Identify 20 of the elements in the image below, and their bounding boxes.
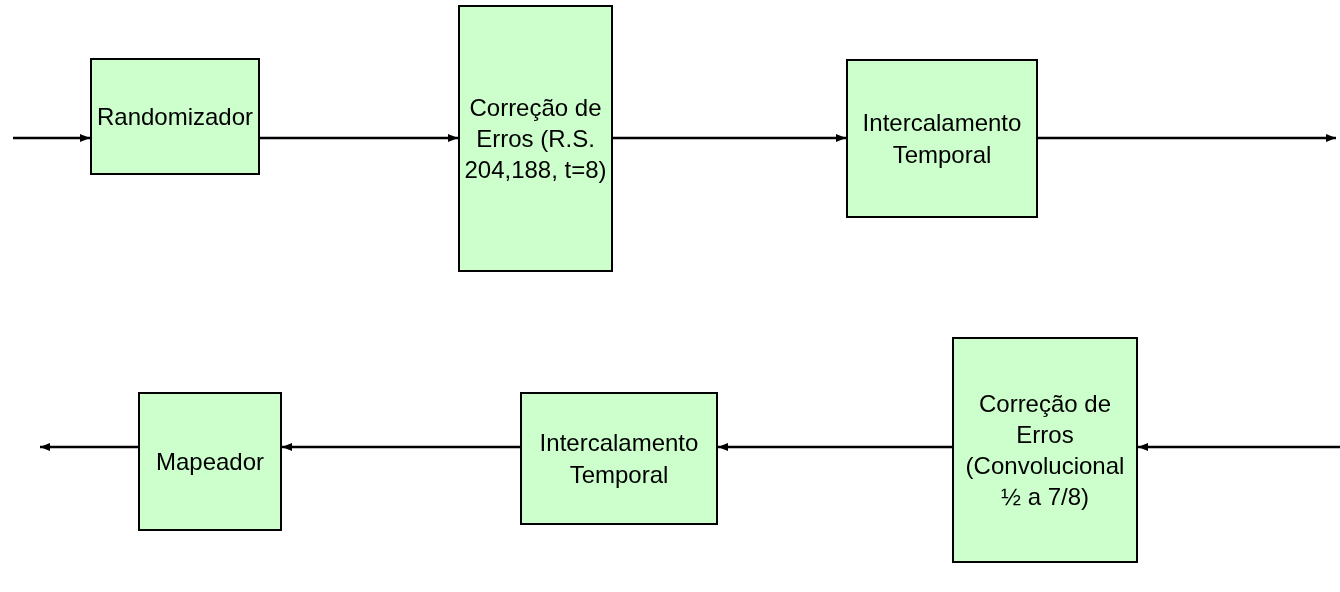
arrow (13, 134, 90, 142)
box-label: Intercalamento Temporal (538, 428, 700, 490)
process-box (90, 58, 260, 175)
box-label: Randomizador (95, 101, 255, 132)
arrow (282, 443, 520, 451)
process-box (138, 392, 282, 531)
process-box (458, 5, 613, 272)
arrow (1138, 443, 1340, 451)
arrow (613, 134, 846, 142)
process-box (846, 59, 1038, 218)
box-label: Correção de Erros (R.S. 204,188, t=8) (463, 92, 608, 186)
process-box (952, 337, 1138, 563)
arrow (718, 443, 952, 451)
arrow (1038, 134, 1336, 142)
process-box (520, 392, 718, 525)
box-label: Mapeador (154, 446, 266, 477)
arrow (260, 134, 458, 142)
arrow (40, 443, 138, 451)
box-label: Intercalamento Temporal (861, 108, 1023, 170)
box-label: Correção de Erros (Convolucional ½ a 7/8) (964, 388, 1126, 513)
